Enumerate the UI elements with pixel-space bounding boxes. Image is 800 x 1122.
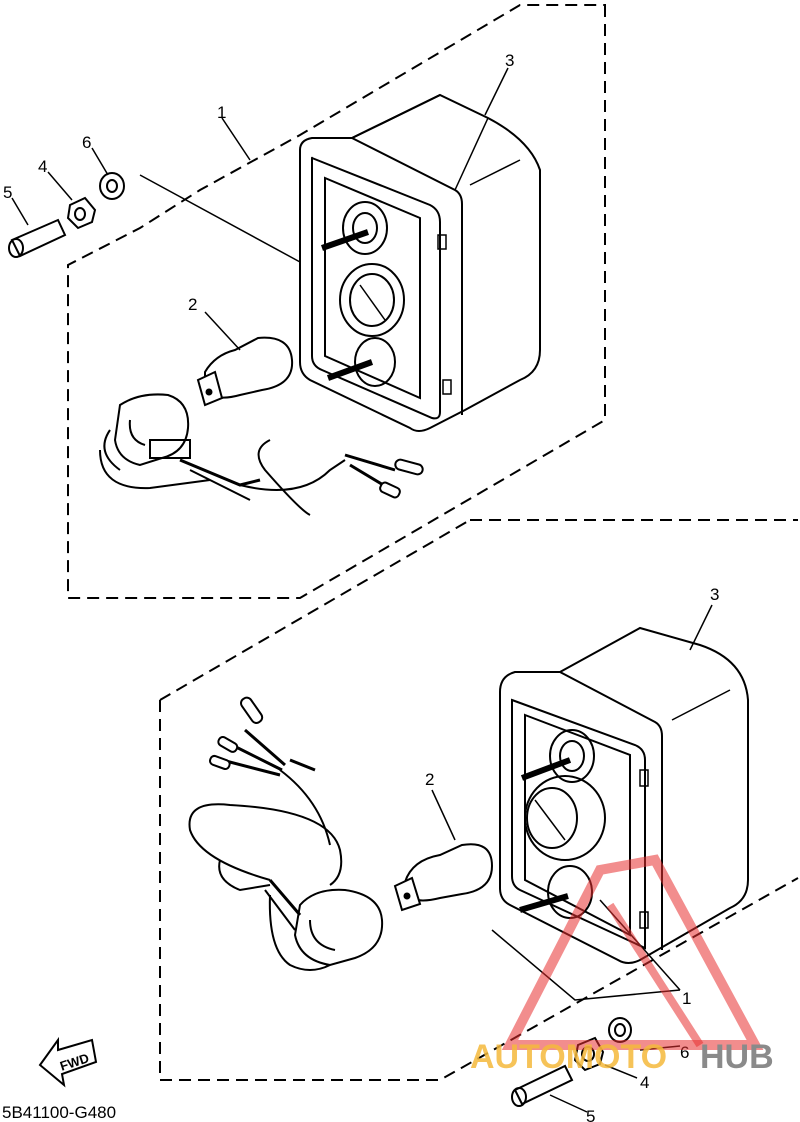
bottom-callout-1: 1 (682, 989, 691, 1008)
top-washer-part-6 (99, 172, 125, 200)
bottom-assembly (159, 519, 799, 1113)
top-group-outline (67, 4, 606, 599)
top-callout-1: 1 (217, 103, 226, 122)
top-callout-4: 4 (38, 157, 47, 176)
bottom-spacer-part-5 (511, 1064, 574, 1107)
bottom-lamp-housing (499, 626, 749, 964)
top-spacer-part-5 (8, 218, 67, 258)
bottom-callout-5: 5 (586, 1107, 595, 1122)
top-callout-2: 2 (188, 295, 197, 314)
watermark-triangle-icon (501, 854, 764, 1050)
top-lamp-housing (299, 93, 541, 432)
top-socket-harness (99, 393, 424, 516)
bottom-group-outline (159, 519, 799, 1081)
watermark-logo: AUTOMOTO HUB (470, 854, 774, 1076)
fwd-arrow-icon: FWD (38, 1036, 98, 1088)
bottom-socket-harness (188, 696, 384, 971)
top-nut-part-4 (66, 196, 97, 230)
bottom-bulb (393, 843, 494, 912)
diagram-code: 5B41100-G480 (2, 1103, 116, 1122)
top-callout-5: 5 (3, 183, 12, 202)
bottom-callout-2: 2 (425, 770, 434, 789)
bottom-callout-4: 4 (640, 1073, 649, 1092)
watermark-text-automoto: AUTOMOTO (470, 1038, 667, 1076)
watermark-text-hub: HUB (700, 1038, 774, 1076)
bottom-callout-3: 3 (710, 585, 719, 604)
top-bulb (196, 336, 294, 407)
top-assembly (8, 4, 606, 599)
bottom-callout-6: 6 (680, 1043, 689, 1062)
top-callout-6: 6 (82, 133, 91, 152)
top-callout-3: 3 (505, 51, 514, 70)
